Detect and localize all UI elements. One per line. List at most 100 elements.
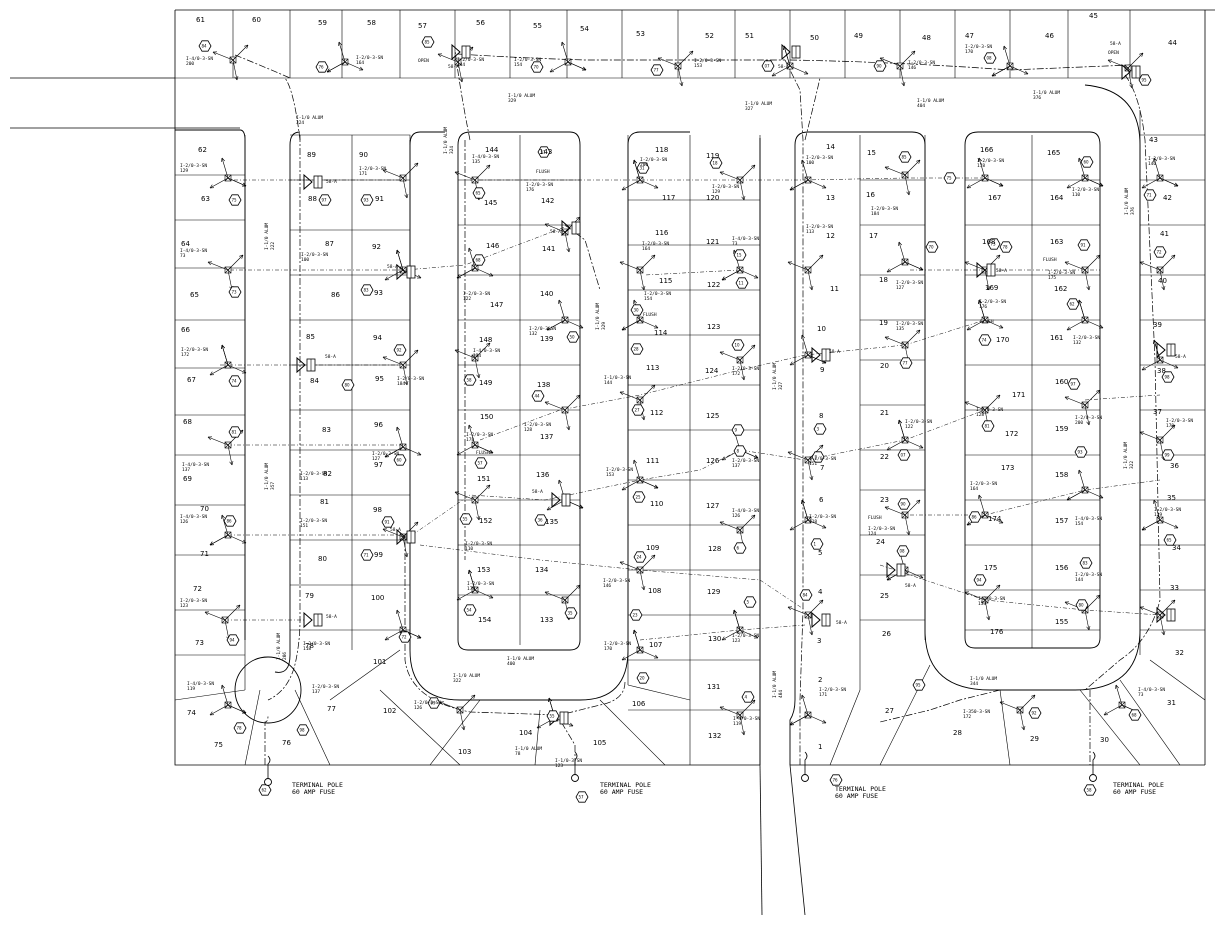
service-cable-spec: I-2/0-3-SN	[1048, 270, 1075, 276]
service-pedestal	[771, 45, 809, 77]
service-cable-spec: I-2/0-3-SN	[905, 419, 932, 425]
service-arrow	[474, 444, 494, 454]
arrow-head	[1139, 431, 1145, 436]
primary-cable-spec: I-1/0 ALUM	[507, 656, 534, 662]
lot-line	[329, 649, 401, 701]
arrow-head	[633, 629, 637, 635]
arrow-head	[966, 521, 972, 526]
arrow-head	[1078, 157, 1082, 163]
lot-number: 126	[706, 457, 720, 465]
transformer-label: 58-A	[829, 349, 840, 355]
hex-tag: 92	[393, 344, 407, 356]
arrow-head	[437, 53, 443, 58]
lot-number: 100	[371, 594, 384, 602]
arrow-head	[801, 159, 805, 165]
arrow-head	[1003, 45, 1007, 51]
service-arrow	[396, 609, 404, 631]
hex-label: 86	[972, 515, 978, 520]
transformer-triangle	[296, 356, 306, 374]
service-arrow	[221, 157, 229, 179]
arrow-head	[809, 631, 814, 636]
hex-shape	[1075, 599, 1089, 611]
lot-number: 132	[708, 732, 721, 740]
hex-tag: 74	[228, 375, 242, 387]
primary-cable-length: 329	[601, 322, 607, 330]
service-cable-spec: I-2/0-3-SN	[896, 280, 923, 286]
service-arrow	[899, 50, 916, 67]
arrow-head	[619, 561, 625, 566]
arrow-head	[719, 706, 725, 711]
hex-tag: 90	[897, 498, 911, 510]
service-cable-length: 126	[732, 513, 740, 519]
service-arrow	[904, 174, 910, 196]
service-arrow	[402, 536, 408, 558]
transformer-triangle	[811, 346, 821, 364]
primary-cable-length: 206	[282, 652, 288, 660]
arrow-head	[901, 82, 906, 87]
lot-number: 160	[1055, 378, 1068, 386]
hex-tag: 6	[733, 542, 747, 554]
service-cable-spec: I-2/0-3-SN	[644, 291, 671, 297]
service-cable-spec: I-2/0-3-SN	[806, 155, 833, 161]
hex-shape	[1138, 74, 1152, 86]
service-arrow	[984, 599, 990, 621]
arrow-head	[209, 541, 215, 546]
hex-shape	[898, 151, 912, 163]
arrow-head	[821, 184, 827, 189]
road-curb	[457, 131, 581, 651]
arrow-head	[414, 162, 419, 167]
hex-label: 11	[739, 281, 745, 286]
service-arrow	[639, 569, 645, 591]
hex-tag: 76	[315, 61, 329, 73]
arrow-head	[1107, 59, 1113, 64]
service-arrow	[402, 446, 422, 456]
service-pedestal	[789, 159, 827, 191]
service-cable-spec: I-4/0-3-SN	[180, 514, 207, 520]
service-arrow	[1003, 45, 1011, 67]
service-arrow	[1141, 519, 1161, 531]
service-arrow	[402, 349, 419, 366]
arrow-head	[911, 50, 916, 55]
lot-number: 152	[479, 517, 492, 525]
service-pedestal	[619, 384, 656, 421]
service-arrow	[227, 269, 233, 291]
service-arrow	[633, 629, 641, 651]
service-cable-length: 154	[514, 62, 522, 68]
hex-shape	[341, 379, 355, 391]
lot-number: 115	[659, 277, 672, 285]
arrow-head	[241, 182, 247, 187]
service-arrow	[991, 65, 1011, 77]
service-cable-spec: I-2/0-3-SN	[524, 422, 551, 428]
lot-number: 93	[374, 289, 383, 297]
pole-riser	[1092, 751, 1096, 774]
service-arrow	[456, 589, 476, 601]
service-arrow	[227, 534, 247, 544]
service-pedestal	[1064, 254, 1101, 291]
primary-cable	[1084, 74, 1161, 691]
service-cable-length: 184	[397, 381, 405, 387]
primary-cable	[454, 49, 471, 141]
service-cable-length: 172	[963, 714, 971, 720]
hex-tag: 70	[925, 241, 939, 253]
hex-label: 57	[579, 795, 585, 800]
service-arrow	[474, 484, 491, 501]
service-arrow	[207, 261, 229, 271]
lot-number: 110	[650, 500, 663, 508]
service-cable-spec: I-2/0-3-SN	[1148, 156, 1175, 162]
arrow-head	[653, 484, 659, 489]
hex-label: 55	[463, 517, 469, 522]
service-cable-spec: I-2/0-3-SN	[1154, 507, 1181, 513]
hex-tag: 35	[564, 607, 578, 619]
service-pedestal	[1066, 469, 1104, 501]
hex-shape	[226, 634, 240, 646]
hex-shape	[472, 254, 486, 266]
service-pedestal	[382, 162, 419, 199]
service-cable-spec: I-2/0-3-SN	[181, 347, 208, 353]
arrow-head	[964, 591, 970, 596]
service-cable-spec: I-2/0-3-SN	[732, 458, 759, 464]
arrow-head	[986, 286, 991, 291]
hex-label: 81	[232, 430, 238, 435]
hex-tag: 93	[1074, 446, 1088, 458]
lot-number: 26	[882, 630, 891, 638]
service-arrow	[474, 164, 491, 181]
